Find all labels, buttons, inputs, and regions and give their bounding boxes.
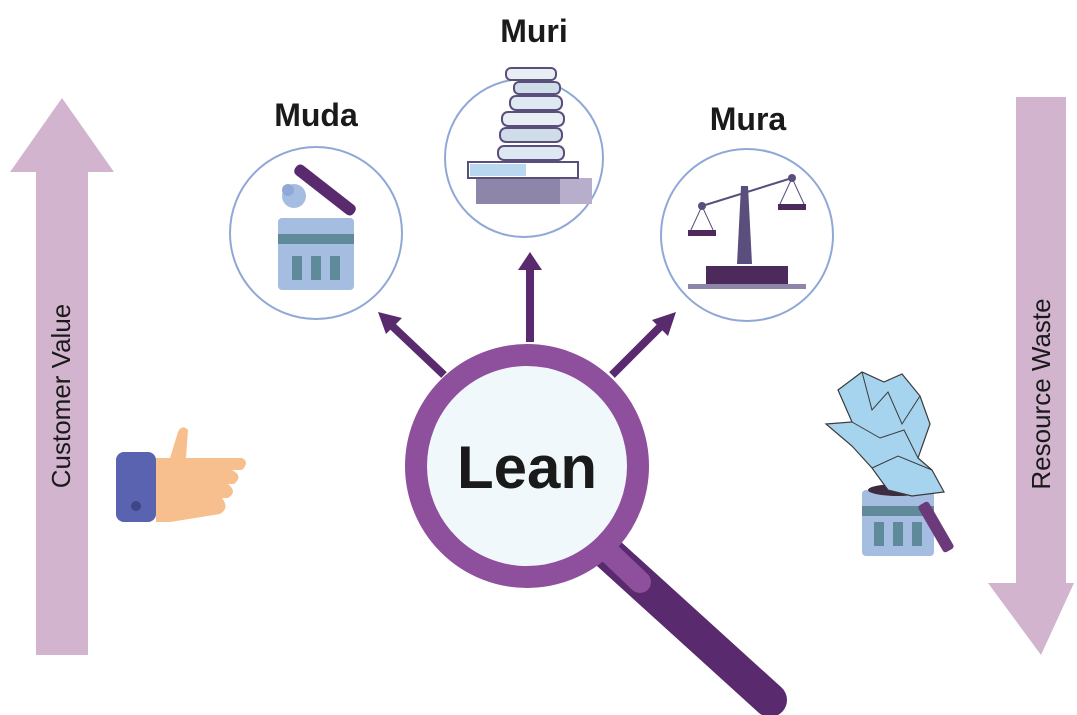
customer-value-axis: Customer Value [10, 98, 114, 655]
arrow-to-mura [609, 319, 668, 378]
customer-value-label: Customer Value [46, 304, 76, 489]
muda-label: Muda [274, 97, 358, 133]
resource-waste-axis: Resource Waste [988, 97, 1074, 655]
resource-waste-label: Resource Waste [1026, 298, 1056, 489]
thumbs-up-icon [116, 427, 246, 522]
magnifier-icon: Lean [405, 344, 787, 715]
arrow-to-muda [385, 319, 447, 378]
trash-bin-icon [278, 164, 356, 290]
book-stack-icon [467, 67, 592, 204]
balance-scale-icon [688, 174, 806, 289]
node-muda: Muda [229, 97, 403, 320]
node-muri: Muri [444, 13, 604, 238]
up-arrow [10, 98, 114, 655]
node-mura: Mura [660, 101, 834, 322]
lean-label: Lean [457, 434, 597, 501]
mura-label: Mura [710, 101, 787, 137]
connector-arrows [378, 252, 676, 378]
muri-label: Muri [500, 13, 568, 49]
cash-in-trash-icon [824, 371, 954, 556]
down-arrow [988, 97, 1074, 655]
